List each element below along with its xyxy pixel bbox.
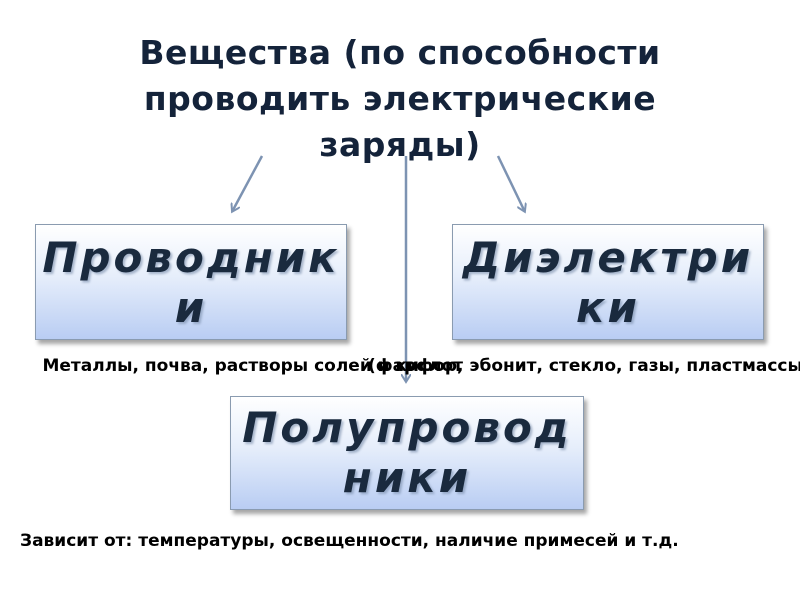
conductors-box: Проводник и	[35, 224, 347, 340]
conductors-label-line-2: и	[174, 283, 208, 332]
diagram-title: Вещества (по способности проводить элект…	[0, 30, 800, 168]
arrow-to-dielectrics	[496, 155, 524, 210]
dielectrics-label-line-2: ки	[576, 283, 640, 332]
dielectrics-examples: (фарфор, эбонит, стекло, газы, пластмасс…	[368, 356, 800, 376]
semiconductors-box: Полупровод ники	[230, 396, 584, 510]
dielectrics-box: Диэлектри ки	[452, 224, 764, 340]
conductors-examples: Металлы, почва, растворы солей и кислот	[42, 356, 463, 376]
semiconductors-label-line-2: ники	[342, 453, 472, 502]
arrow-to-conductors	[233, 155, 264, 210]
title-line-2: проводить электрические	[143, 79, 657, 118]
semiconductors-label-line-1: Полупровод	[242, 403, 572, 452]
dielectrics-label-line-1: Диэлектри	[462, 233, 754, 282]
title-line-3: заряды)	[319, 125, 481, 164]
semiconductors-factors: Зависит от: температуры, освещенности, н…	[20, 531, 679, 551]
title-line-1: Вещества (по способности	[139, 33, 661, 72]
conductors-label-line-1: Проводник	[42, 233, 340, 282]
